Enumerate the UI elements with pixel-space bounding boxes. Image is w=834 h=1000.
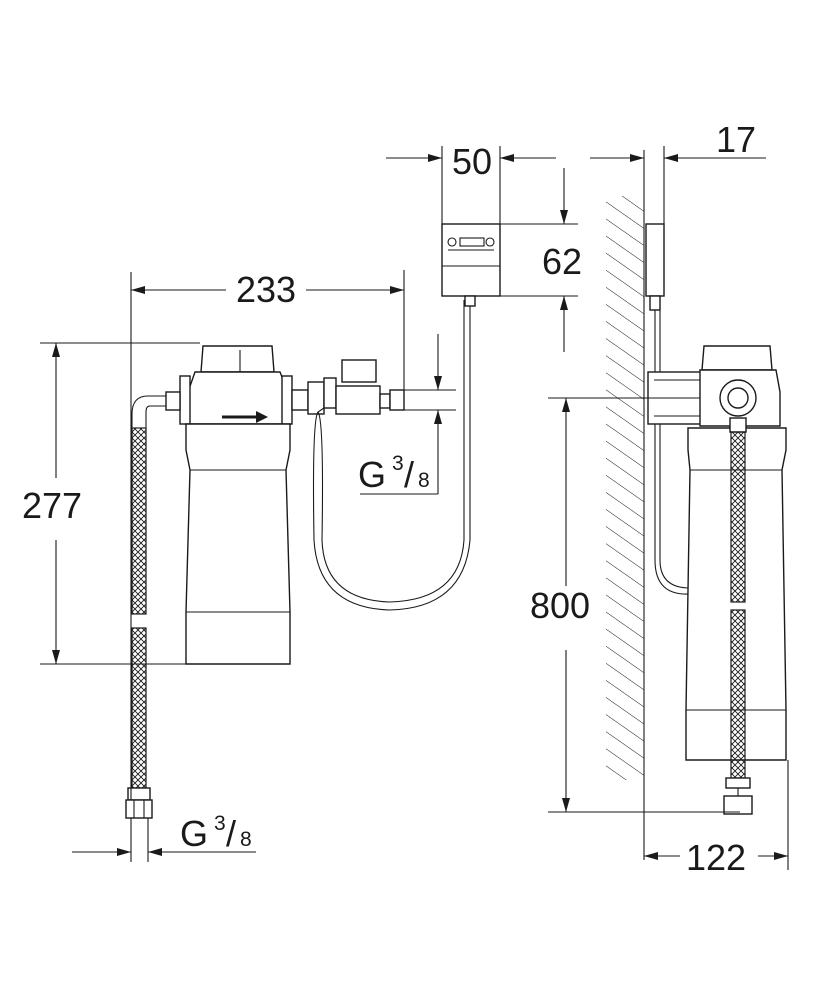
dimension-arrowhead: [428, 154, 442, 162]
svg-text:8: 8: [240, 828, 252, 851]
outlet-connector: [291, 389, 309, 411]
dim-50-label: 50: [452, 141, 492, 182]
dimension-arrowhead: [774, 852, 788, 860]
dimension-arrowhead: [52, 343, 60, 357]
side-hose-upper: [730, 431, 746, 603]
wall-hatch: [606, 196, 644, 780]
thread-callout-inlet: G 3 / 8: [180, 812, 252, 854]
dim-62-label: 62: [542, 241, 582, 282]
dimension-arrowhead: [434, 410, 442, 424]
thread-callout-outlet: G 3 / 8: [358, 452, 430, 495]
valve-head: [341, 359, 377, 383]
dimension-arrowhead: [131, 286, 145, 294]
flow-direction-arrow-icon: [222, 411, 268, 423]
control-box-side: [645, 223, 665, 297]
dim-277-label: 277: [22, 485, 82, 526]
dimension-arrowhead: [148, 848, 162, 856]
outlet-fitting: [389, 389, 405, 411]
svg-text:/: /: [226, 813, 236, 854]
dimension-arrowhead: [664, 154, 678, 162]
side-hose-lower: [730, 609, 746, 779]
inlet-hose-elbow: [131, 395, 166, 430]
display-icon: [447, 237, 495, 251]
dimension-arrowhead: [562, 398, 570, 412]
svg-text:8: 8: [418, 469, 430, 492]
svg-text:3: 3: [214, 812, 226, 835]
svg-text:G: G: [358, 454, 386, 495]
front-view: [125, 223, 501, 819]
dim-17-label: 17: [716, 119, 756, 160]
svg-text:/: /: [404, 454, 414, 495]
control-box: [441, 223, 501, 297]
dimension-lines: [40, 146, 789, 870]
dimension-arrowhead: [390, 286, 404, 294]
dimension-arrowhead: [560, 296, 568, 310]
dimension-arrowhead: [117, 848, 131, 856]
right-clamp: [281, 375, 293, 425]
sensor-cable-side: [654, 310, 691, 595]
dimension-arrowhead: [562, 798, 570, 812]
filter-cartridge: [185, 423, 291, 665]
dimension-arrowhead: [560, 210, 568, 224]
left-clamp: [179, 375, 191, 425]
side-hose-nut: [723, 795, 753, 815]
dimension-arrowhead: [52, 650, 60, 664]
sensor-cable: [312, 300, 471, 611]
side-view: [606, 150, 787, 860]
inlet-hose-nut: [125, 799, 153, 819]
filter-head-cap: [200, 345, 275, 373]
dimension-arrowhead: [630, 154, 644, 162]
dimension-arrowhead: [434, 376, 442, 390]
inlet-connector: [165, 391, 181, 411]
inlet-hose-lower: [131, 627, 147, 789]
filter-head-cap-side: [701, 345, 773, 371]
svg-text:G: G: [180, 813, 208, 854]
dimension-arrowhead: [500, 154, 514, 162]
dim-122-label: 122: [686, 837, 746, 878]
dimension-arrowhead: [644, 852, 658, 860]
inlet-hose-upper: [131, 427, 147, 615]
dim-233-label: 233: [236, 269, 296, 310]
svg-text:3: 3: [392, 452, 404, 475]
dim-800-label: 800: [530, 585, 590, 626]
solenoid-valve: [335, 385, 381, 415]
